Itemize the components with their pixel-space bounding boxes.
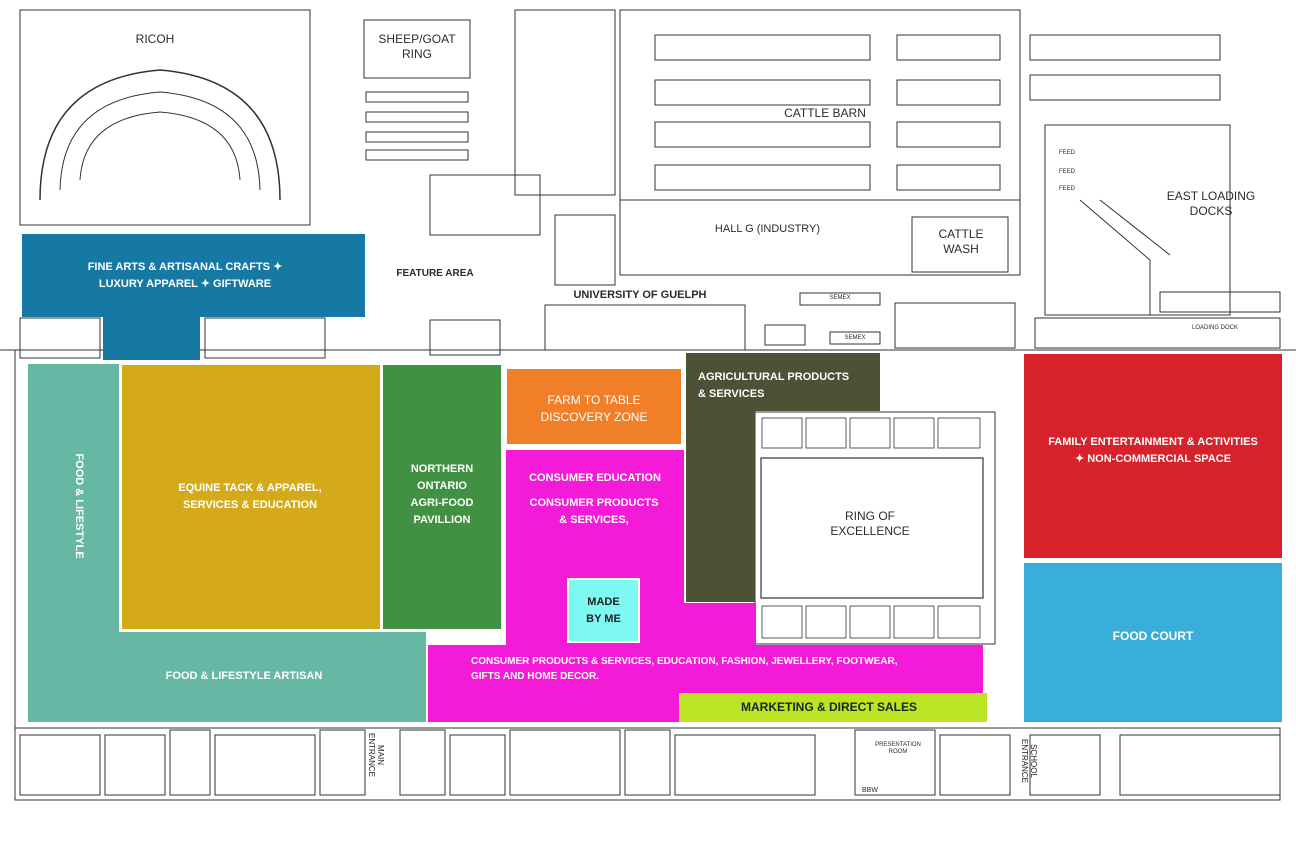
feature-area-label: FEATURE AREA	[396, 268, 474, 279]
zone-food-lifestyle-artisan[interactable]	[119, 632, 426, 722]
zone-northern-ontario[interactable]	[383, 365, 501, 629]
cattle-barn-label: CATTLE BARN	[784, 106, 866, 120]
food-lifestyle-label: FOOD & LIFESTYLE	[73, 453, 85, 559]
farm-to-table-label: FARM TO TABLE DISCOVERY ZONE	[540, 393, 648, 424]
east-loading-docks-label: EAST LOADING DOCKS	[1166, 189, 1256, 218]
family-entertainment-label: FAMILY ENTERTAINMENT & ACTIVITIES ✦ NON-…	[1048, 436, 1258, 465]
zone-farm-to-table[interactable]	[507, 369, 681, 444]
zone-made-by-me[interactable]	[567, 578, 640, 643]
feed-label-2: FEED	[1058, 169, 1075, 175]
food-lifestyle-artisan-label: FOOD & LIFESTYLE ARTISAN	[165, 670, 323, 682]
university-of-guelph-label: UNIVERSITY OF GUELPH	[573, 289, 707, 301]
main-entrance-label: MAIN ENTRANCE	[367, 733, 385, 778]
zone-agricultural-left	[686, 410, 755, 602]
consumer-bottom-label: CONSUMER PRODUCTS & SERVICES, EDUCATION,…	[471, 656, 898, 682]
fine-arts-label: FINE ARTS & ARTISANAL CRAFTS ✦ LUXURY AP…	[87, 261, 283, 290]
hall-g-label: HALL G (INDUSTRY)	[714, 223, 821, 235]
northern-ontario-label: NORTHERN ONTARIO AGRI-FOOD PAVILLION	[410, 463, 474, 526]
zone-family-entertainment[interactable]	[1024, 354, 1282, 558]
agricultural-label: AGRICULTURAL PRODUCTS & SERVICES	[698, 371, 850, 400]
sheep-goat-ring-label: SHEEP/GOAT RING	[378, 32, 456, 61]
zone-food-lifestyle[interactable]	[28, 364, 119, 722]
zone-agricultural-top[interactable]	[686, 353, 880, 411]
zone-equine[interactable]	[122, 365, 380, 629]
semex-label-1: SEMEX	[829, 295, 851, 301]
food-court-label: FOOD COURT	[1112, 629, 1194, 643]
ricoh-label: RICOH	[135, 32, 175, 46]
zone-marketing[interactable]	[679, 693, 987, 722]
feed-label-3: FEED	[1058, 186, 1075, 192]
ring-of-excellence-label: RING OF EXCELLENCE	[830, 509, 910, 538]
cattle-wash-label: CATTLE WASH	[938, 227, 984, 256]
loading-dock-label: LOADING DOCK	[1191, 325, 1238, 331]
zone-consumer-right	[684, 603, 756, 646]
consumer-education-label: CONSUMER EDUCATION	[529, 472, 661, 484]
zone-food-court[interactable]	[1024, 563, 1282, 722]
marketing-label: MARKETING & DIRECT SALES	[740, 700, 917, 714]
equine-label: EQUINE TACK & APPAREL, SERVICES & EDUCAT…	[178, 482, 322, 511]
zone-fine-arts[interactable]	[22, 234, 365, 317]
feed-label-1: FEED	[1058, 150, 1075, 156]
semex-label-2: SEMEX	[844, 335, 866, 341]
consumer-products-label: CONSUMER PRODUCTS & SERVICES,	[529, 497, 659, 526]
zone-fine-arts-extension	[103, 316, 200, 360]
presentation-room-label: PRESENTATION ROOM	[875, 742, 921, 755]
bbw-label: BBW	[862, 787, 878, 794]
school-entrance-label: SCHOOL ENTRANCE	[1020, 738, 1038, 783]
made-by-me-label: MADE BY ME	[586, 596, 621, 625]
